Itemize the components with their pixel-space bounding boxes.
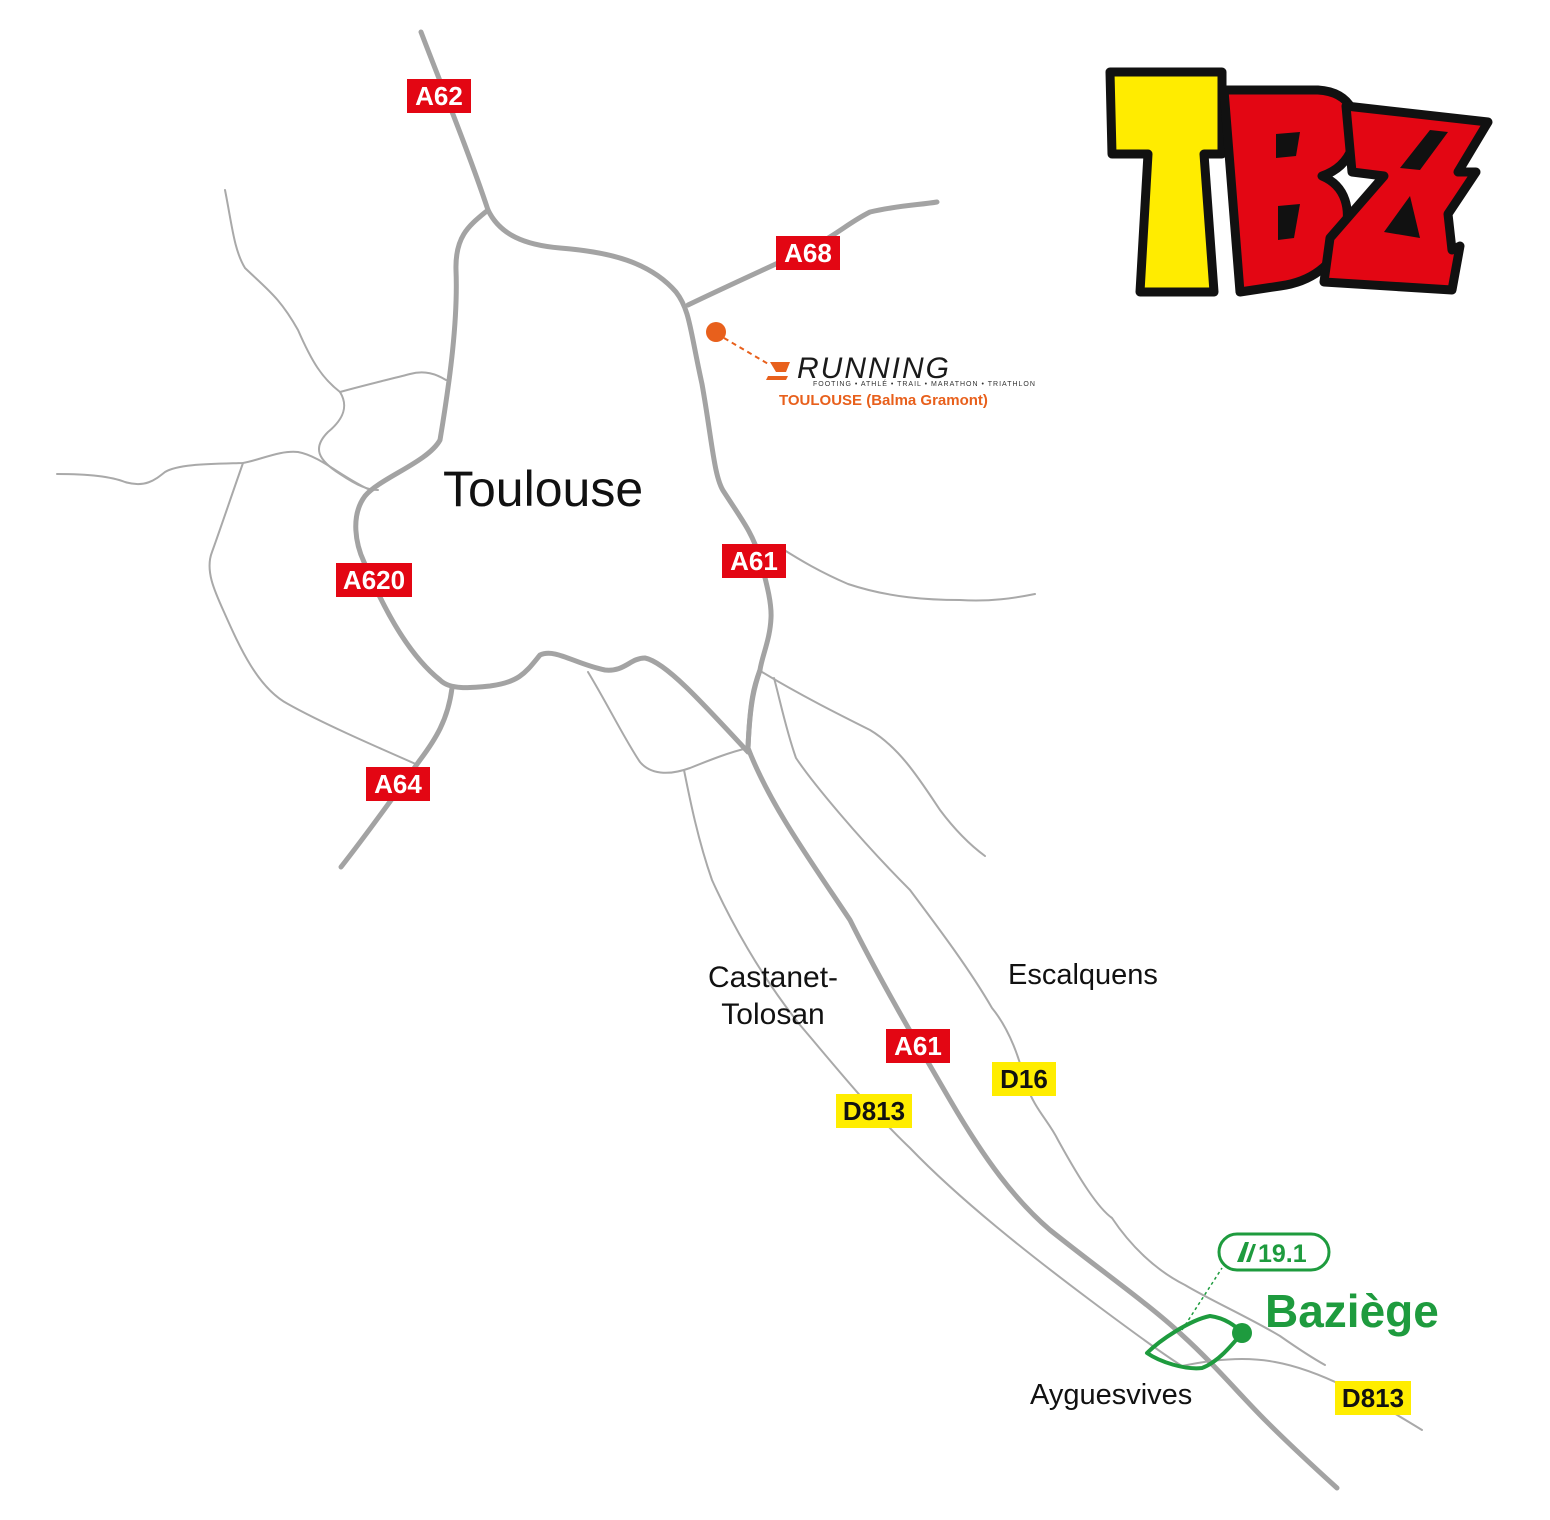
shield-d16: D16 bbox=[992, 1062, 1056, 1096]
road-south-loop bbox=[587, 671, 749, 774]
shield-a620-label: A620 bbox=[343, 565, 405, 595]
shield-d813-north-label: D813 bbox=[843, 1096, 905, 1126]
motorway-a68 bbox=[685, 199, 940, 308]
town-baziege: Baziège bbox=[1265, 1285, 1439, 1337]
road-west-main bbox=[56, 450, 371, 491]
road-east-d16 bbox=[761, 671, 986, 857]
shield-d813-south-label: D813 bbox=[1342, 1383, 1404, 1413]
road-east-a61 bbox=[780, 547, 1036, 602]
town-escalquens: Escalquens bbox=[1008, 959, 1158, 991]
motorway-exit-icon bbox=[1237, 1242, 1256, 1262]
shield-a62-label: A62 bbox=[415, 81, 463, 111]
shield-d813-north: D813 bbox=[836, 1094, 912, 1128]
shield-d813-south: D813 bbox=[1335, 1381, 1411, 1415]
store-tagline: FOOTING • ATHLÉ • TRAIL • MARATHON • TRI… bbox=[813, 379, 1036, 388]
store-brand: RUNNING bbox=[797, 352, 951, 385]
shield-a68-label: A68 bbox=[784, 238, 832, 268]
shield-a64-label: A64 bbox=[374, 769, 422, 799]
running-logo-icon bbox=[766, 362, 790, 380]
town-castanet-line1: Castanet- bbox=[708, 961, 838, 994]
road-west-link bbox=[339, 371, 447, 393]
shield-a61-south: A61 bbox=[886, 1029, 950, 1063]
town-ayguesvives: Ayguesvives bbox=[1030, 1379, 1192, 1411]
motorway-a61-south bbox=[745, 667, 1340, 1491]
store-location: TOULOUSE (Balma Gramont) bbox=[779, 392, 988, 409]
tbz-logo bbox=[1105, 67, 1493, 297]
ring-road-west bbox=[353, 207, 751, 755]
road-west-north bbox=[224, 189, 379, 491]
shield-a68: A68 bbox=[776, 236, 840, 270]
city-toulouse: Toulouse bbox=[443, 461, 643, 517]
shield-d16-label: D16 bbox=[1000, 1064, 1048, 1094]
town-castanet-line2: Tolosan bbox=[721, 998, 824, 1031]
shield-a61-south-label: A61 bbox=[894, 1031, 942, 1061]
minor-roads bbox=[56, 189, 1423, 1431]
motorway-a64 bbox=[338, 685, 455, 870]
shield-a62: A62 bbox=[407, 79, 471, 113]
ring-road bbox=[485, 207, 774, 751]
shield-a64: A64 bbox=[366, 767, 430, 801]
road-southwest bbox=[208, 462, 419, 766]
destination-pin-icon[interactable] bbox=[1232, 1323, 1252, 1343]
store-pin-icon bbox=[706, 322, 726, 342]
motorway-a62 bbox=[418, 29, 491, 213]
exit-badge: 19.1 bbox=[1217, 1232, 1331, 1272]
shield-a61-north: A61 bbox=[722, 544, 786, 578]
shield-a61-north-label: A61 bbox=[730, 546, 778, 576]
motorways bbox=[338, 29, 1340, 1491]
shield-a620: A620 bbox=[336, 563, 412, 597]
exit-number: 19.1 bbox=[1258, 1240, 1307, 1268]
store-marker[interactable]: RUNNING FOOTING • ATHLÉ • TRAIL • MARATH… bbox=[706, 322, 1036, 409]
